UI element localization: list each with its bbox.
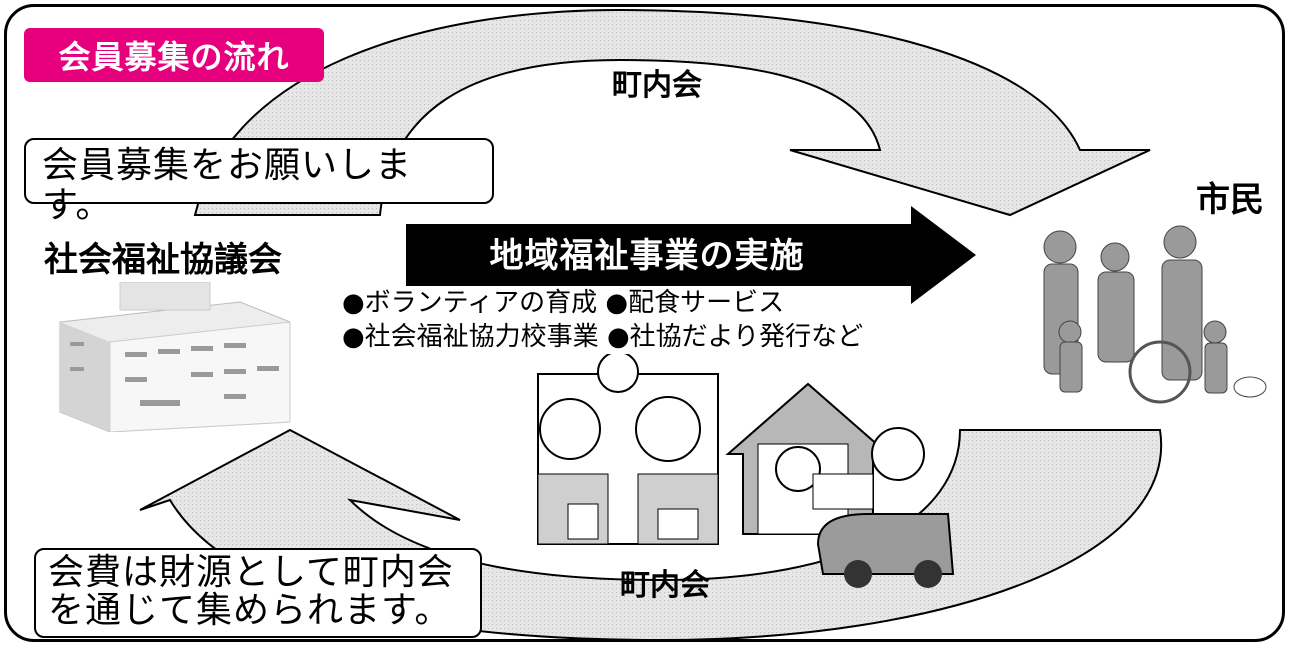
welfare-project-banner-text: 地域福祉事業の実施 [489, 236, 805, 276]
volunteer-study-illustration [537, 354, 719, 545]
activity-line-1: ●ボランティアの育成 ●配食サービス [342, 288, 785, 318]
top-cycle-arrow [193, 8, 1151, 217]
activity-list: ●ボランティアの育成 ●配食サービス ●社会福祉協力校事業 ●社協だより発行など [342, 286, 863, 354]
activity-line-2: ●社会福祉協力校事業 ●社協だより発行など [342, 322, 864, 352]
header-tag: 会員募集の流れ [24, 28, 324, 82]
member-request-text: 会員募集をお願いします。 [42, 145, 413, 226]
building-icon [59, 282, 291, 432]
fee-collection-box: 会費は財源として町内会 を通じて集められます。 [34, 548, 482, 638]
fee-collection-line2: を通じて集められます。 [48, 590, 452, 631]
member-request-box: 会員募集をお願いします。 [24, 138, 494, 226]
citizens-family-illustration [1043, 225, 1267, 404]
meal-delivery-illustration [725, 382, 955, 588]
social-welfare-council-label: 社会福祉協議会 [44, 240, 282, 280]
fee-collection-line1: 会費は財源として町内会 [48, 552, 454, 593]
top-chonaikai-label: 町内会 [612, 68, 702, 103]
citizens-label: 市民 [1196, 180, 1264, 220]
welfare-project-arrow [406, 206, 976, 304]
bottom-chonaikai-label: 町内会 [620, 568, 710, 603]
